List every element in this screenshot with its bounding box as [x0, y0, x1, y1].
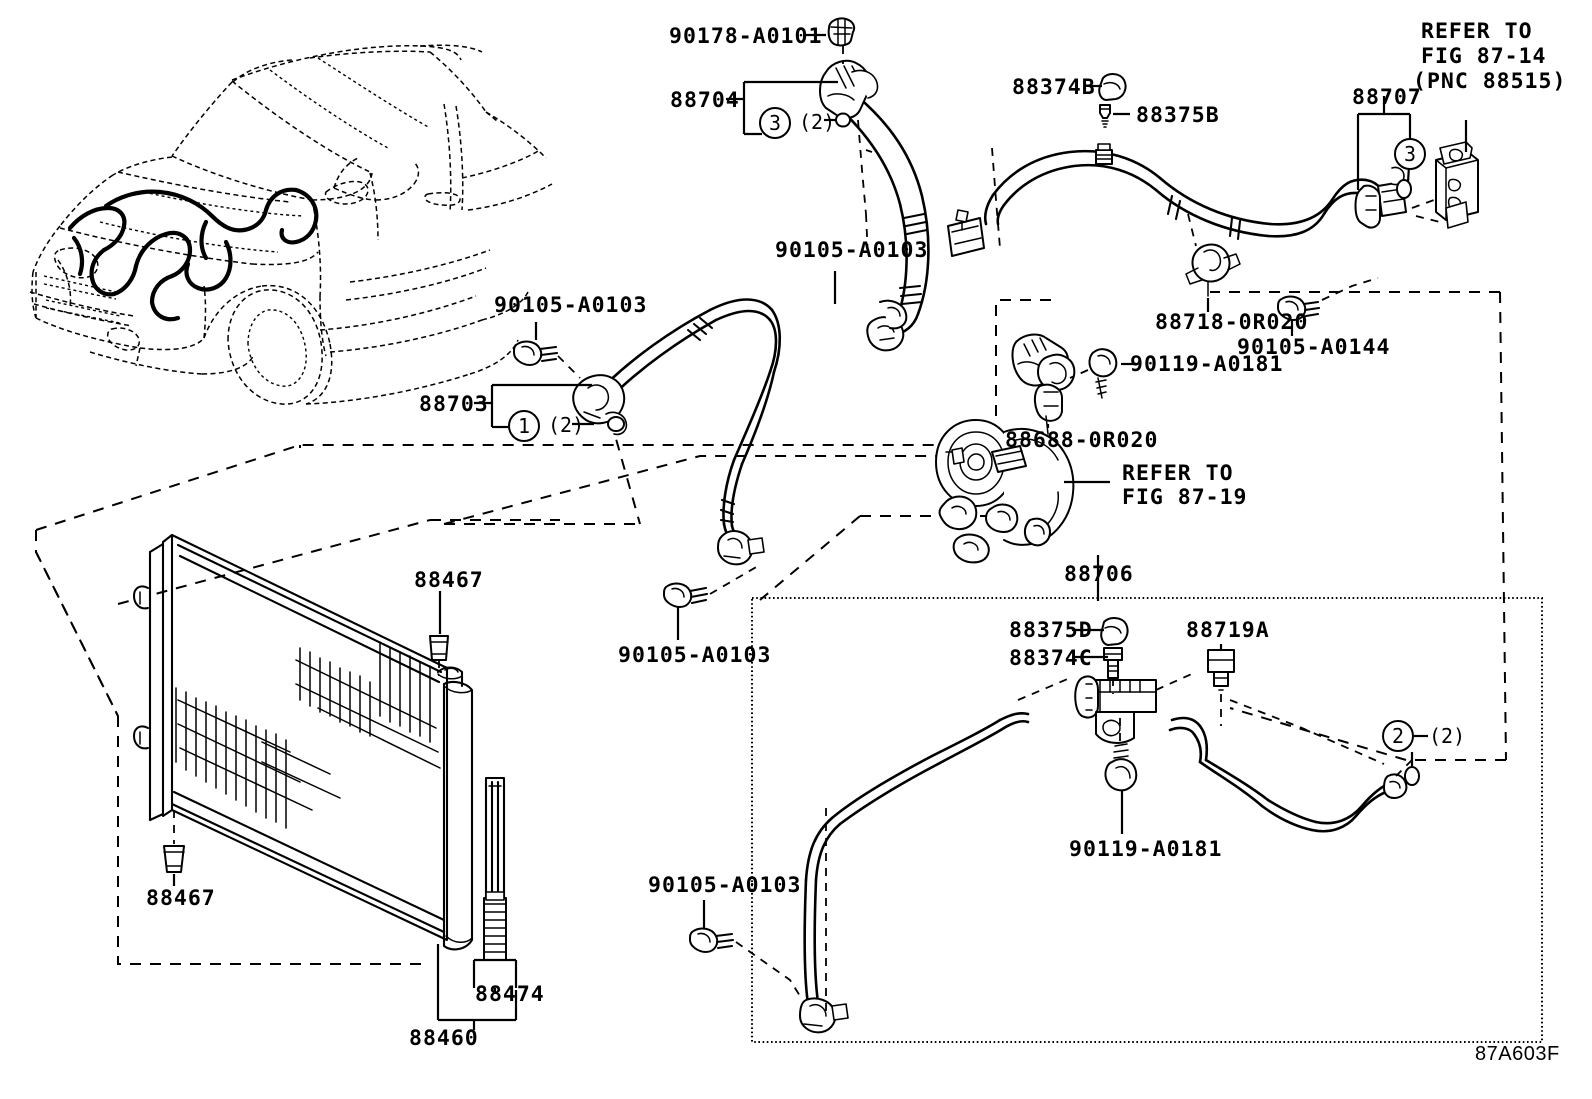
label-nut-90178: 90178-A0101 [669, 24, 823, 49]
label-clip-88374b: 88374B [1012, 75, 1096, 100]
label-cushion-88467-bottom: 88467 [146, 886, 216, 911]
refer-fig-87-14-line3: (PNC 88515) [1413, 69, 1567, 94]
label-bolt-90105-a0144: 90105-A0144 [1237, 335, 1391, 360]
label-grommet-88375b: 88375B [1136, 103, 1220, 128]
label-tube-88706: 88706 [1064, 562, 1134, 587]
label-bolt-90105-left: 90105-A0103 [494, 293, 648, 318]
engine-bay-hose-highlight [67, 187, 319, 322]
label-clip-88375d: 88375D [1009, 618, 1093, 643]
index-marker-dots [607, 112, 1420, 786]
qty-88704: (2) [799, 110, 836, 134]
label-drier-88474: 88474 [475, 982, 545, 1007]
label-bolt-90105-upper: 90105-A0103 [775, 238, 929, 263]
condenser-88460 [133, 533, 507, 961]
label-tube-88707: 88707 [1352, 85, 1422, 110]
index-marker-88707: 3 [1394, 138, 1426, 170]
bracket-88688 [1011, 333, 1118, 435]
label-clamp-88718: 88718-0R020 [1155, 310, 1309, 335]
label-hose-88704: 88704 [670, 88, 740, 113]
compressor-assembly [935, 419, 1110, 564]
inset-detail-box [689, 597, 1543, 1043]
index-marker-88704: 3 [759, 107, 791, 139]
label-bolt-90105-inset: 90105-A0103 [648, 873, 802, 898]
label-bolt-90119-upper: 90119-A0181 [1130, 352, 1284, 377]
qty-inset: (2) [1429, 724, 1466, 748]
label-bolt-90119-inset: 90119-A0181 [1069, 837, 1223, 862]
vehicle-body-outline [29, 44, 553, 405]
refer-fig-87-19-line1: REFER TO [1122, 461, 1234, 486]
refer-fig-87-14-line1: REFER TO [1421, 19, 1533, 44]
label-bracket-88688: 88688-0R020 [1005, 428, 1159, 453]
hose-88704 [819, 17, 1001, 352]
leader-lines [172, 33, 1468, 1030]
refer-fig-87-14-line2: FIG 87-14 [1421, 44, 1547, 69]
label-cushion-88467-top: 88467 [414, 568, 484, 593]
refer-fig-87-19-line2: FIG 87-19 [1122, 485, 1248, 510]
label-hose-88703: 88703 [419, 392, 489, 417]
assembly-dashed-boundaries [35, 291, 1507, 965]
label-condenser-88460: 88460 [409, 1026, 479, 1051]
hose-88703 [513, 298, 782, 608]
index-marker-88703: 1 [508, 410, 540, 442]
label-switch-88719a: 88719A [1186, 618, 1270, 643]
qty-88703: (2) [548, 413, 585, 437]
label-bolt-90105-lower-left: 90105-A0103 [618, 643, 772, 668]
label-clip-88374c: 88374C [1009, 646, 1093, 671]
index-marker-inset: 2 [1382, 720, 1414, 752]
figure-id: 87A603F [1475, 1043, 1560, 1065]
